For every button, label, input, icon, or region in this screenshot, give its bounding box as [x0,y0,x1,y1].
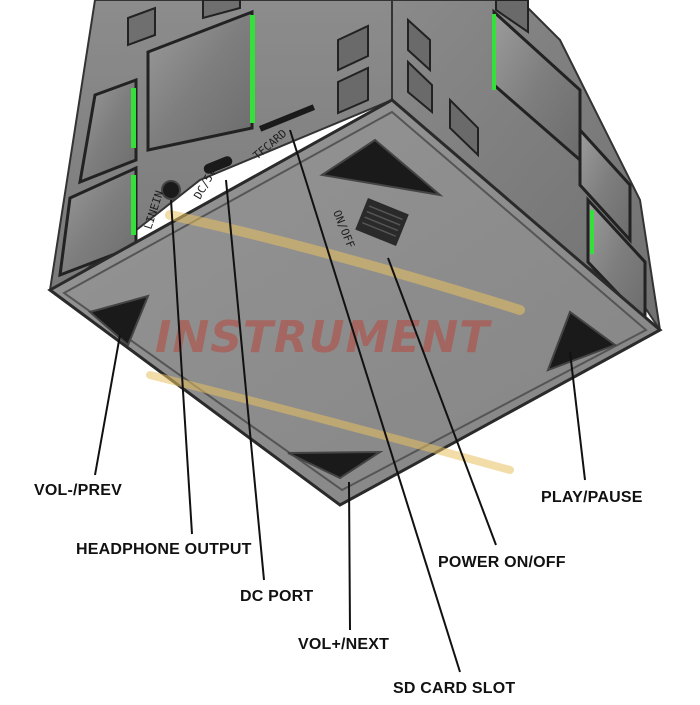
leader-lines [94,129,586,673]
leader-sd [289,129,461,673]
tf-card-slot [258,104,316,132]
top-triangle-button [319,138,444,197]
watermark-text: INSTRUMENT [155,312,492,363]
leader-dc [225,179,265,581]
vol-next-button [287,450,384,480]
buttons [87,138,618,480]
callout-headphone-output: HEADPHONE OUTPUT [76,541,252,558]
callout-vol-next: VOL+/NEXT [298,636,390,653]
headphone-jack [161,180,181,200]
leader-power [387,257,497,546]
callout-power-on-off: POWER ON/OFF [438,554,566,571]
ports [161,104,316,200]
leader-vol-next [348,481,351,631]
power-switch [355,197,409,247]
callout-play-pause: PLAY/PAUSE [541,489,643,506]
led-strip [131,88,136,148]
callout-sd-card-slot: SD CARD SLOT [393,680,516,697]
leader-headphone [170,199,193,535]
play-pause-button [546,310,618,372]
led-strip [250,15,255,123]
cube-left-face [48,0,393,291]
side-panel [146,9,254,152]
led-strip [131,175,136,235]
side-panel [78,77,138,185]
side-panel [578,126,632,244]
led-strip [590,210,594,254]
callout-dc-port: DC PORT [240,588,314,605]
vol-prev-button [87,294,150,347]
dc-port-socket [203,156,233,174]
leader-play [569,351,586,481]
callout-vol-prev: VOL-/PREV [34,482,123,499]
leader-vol-prev [94,334,121,476]
led-strip [492,14,496,90]
